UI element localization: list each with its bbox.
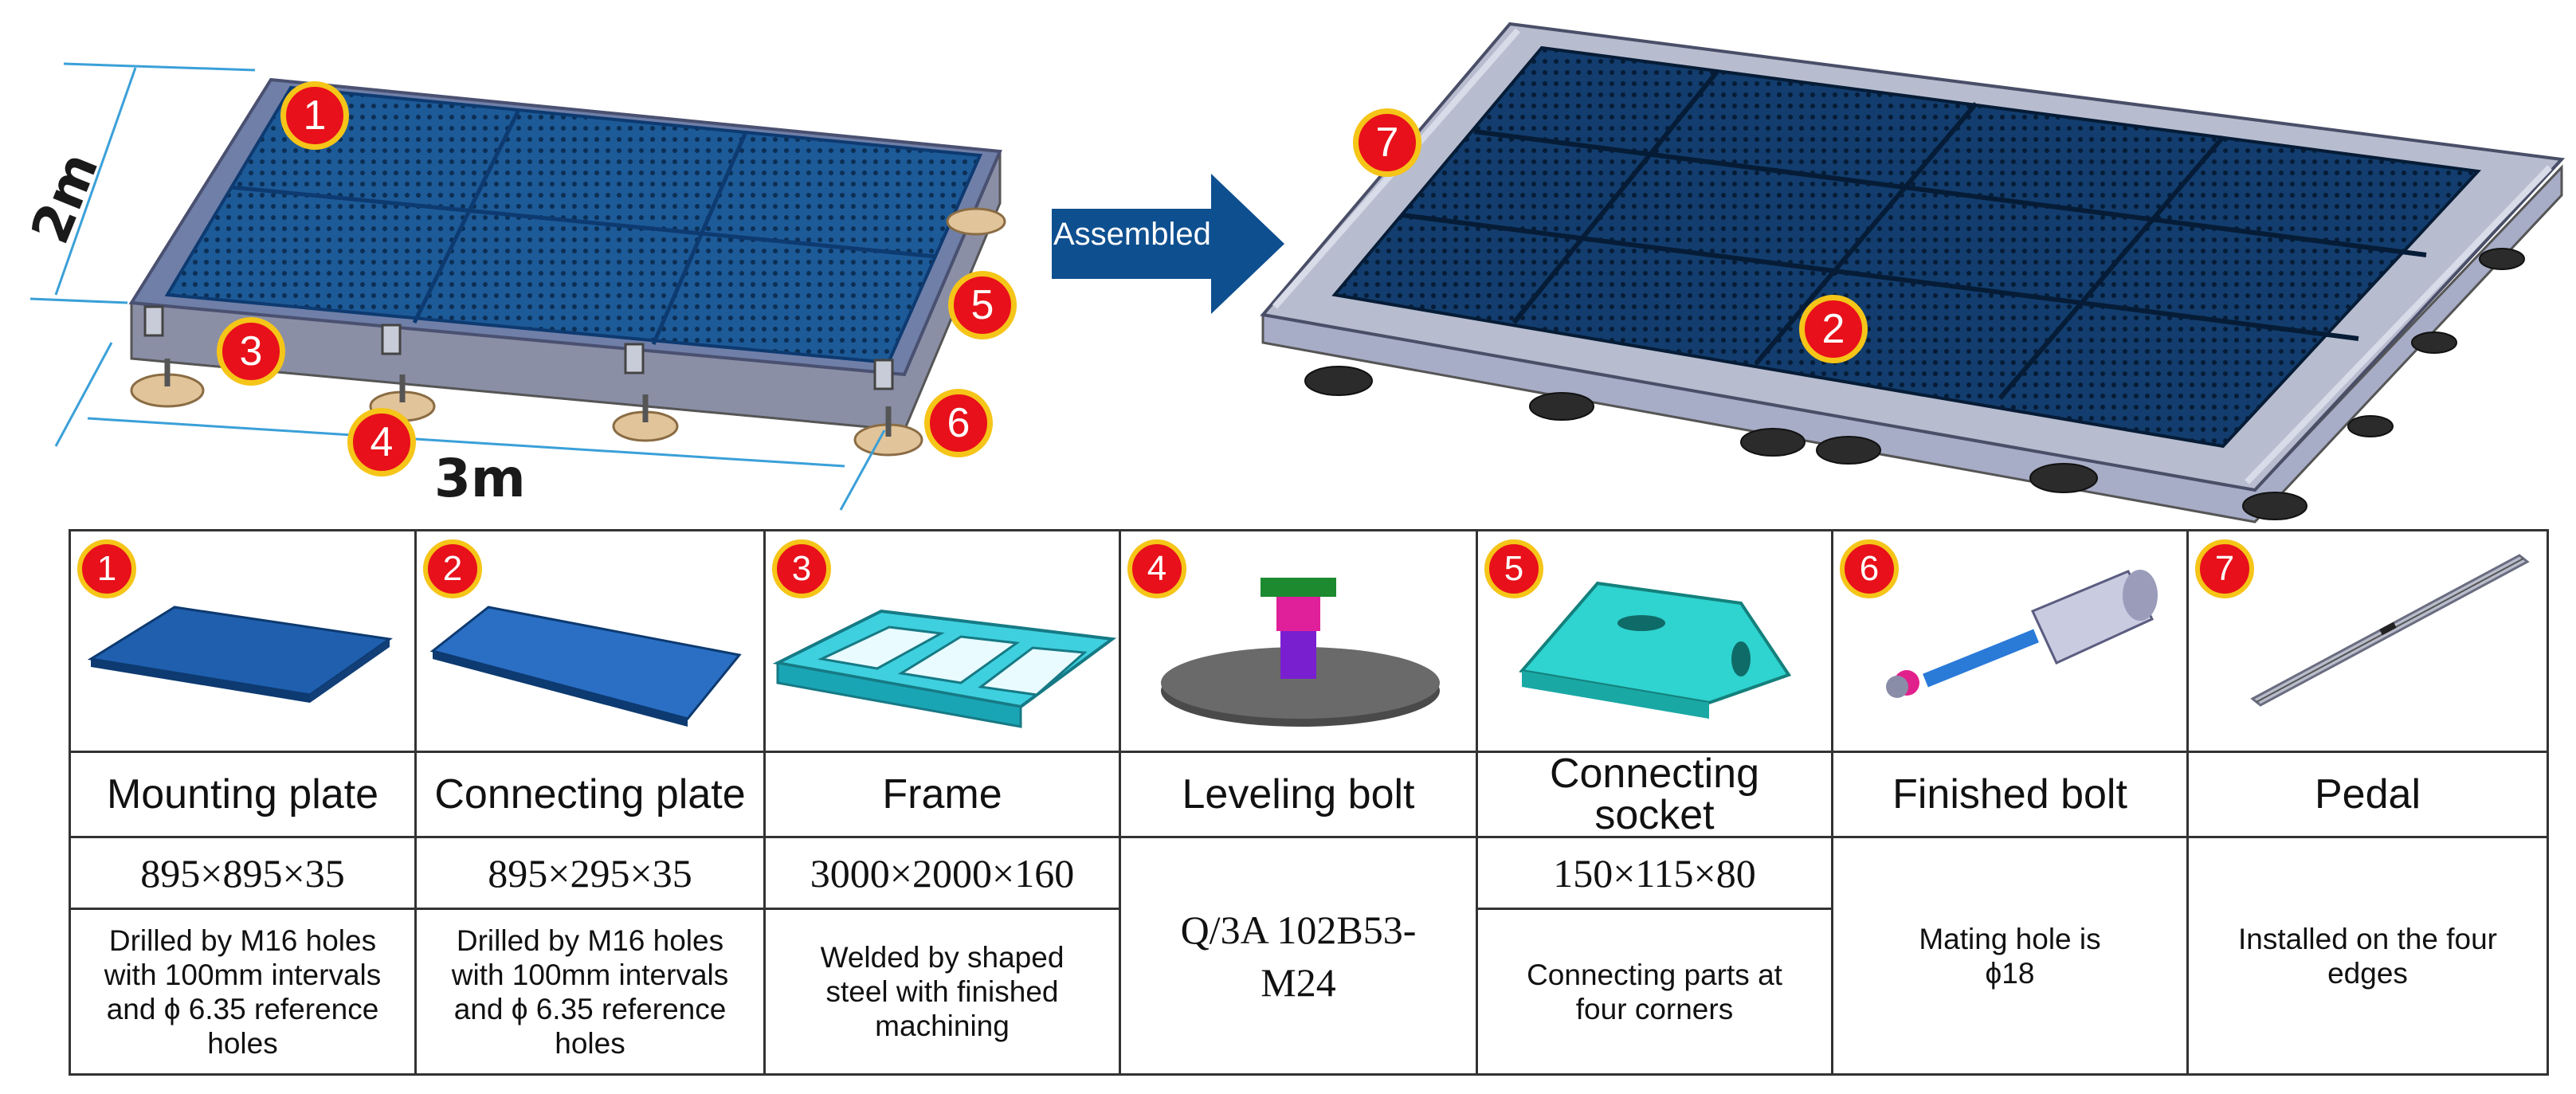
part-size: 895×895×35: [69, 836, 417, 910]
part-image-cell: 7: [2186, 529, 2549, 753]
part-image-cell: 1: [69, 529, 417, 753]
callout-3: 3: [217, 317, 285, 386]
leveling-bolt-icon: [1121, 531, 1476, 751]
part-name: Leveling bolt: [1119, 751, 1478, 838]
callout-1: 1: [280, 81, 349, 150]
part-description: Mating hole is ϕ18: [1831, 836, 2189, 1076]
part-name: Finished bolt: [1831, 751, 2189, 838]
callout-2: 2: [1799, 295, 1868, 363]
part-description: Drilled by M16 holes with 100mm interval…: [414, 908, 766, 1076]
part-description: Welded by shaped steel with finished mac…: [763, 908, 1121, 1076]
connecting-socket-icon: [1478, 531, 1831, 751]
pedal-icon: [2189, 531, 2547, 751]
part-description: Connecting parts at four corners: [1476, 908, 1833, 1076]
part-size: 895×295×35: [414, 836, 766, 910]
part-name: Connecting socket: [1476, 751, 1833, 838]
part-description: Drilled by M16 holes with 100mm interval…: [69, 908, 417, 1076]
part-size: 150×115×80: [1476, 836, 1833, 910]
part-number-badge: 5: [1484, 539, 1543, 598]
mounting-plate-icon: [71, 531, 414, 751]
part-number-badge: 4: [1127, 539, 1186, 598]
table-assembled: [1260, 22, 2566, 523]
part-image-cell: 6: [1831, 529, 2189, 753]
part-name: Connecting plate: [414, 751, 766, 838]
part-number-badge: 3: [772, 539, 831, 598]
callout-7: 7: [1353, 108, 1421, 177]
assembled-arrow: [1052, 174, 1284, 314]
assembled-arrow-label: Assembled: [1053, 217, 1211, 252]
parts-table: 1 2 3 4 5: [69, 529, 2549, 1076]
part-number-badge: 6: [1840, 539, 1899, 598]
callout-6: 6: [924, 389, 993, 457]
finished-bolt-icon: [1833, 531, 2186, 751]
callout-5: 5: [948, 271, 1017, 339]
connecting-plate-icon: [417, 531, 763, 751]
callout-4: 4: [347, 408, 416, 476]
part-name: Mounting plate: [69, 751, 417, 838]
part-standard: Q/3A 102B53- M24: [1119, 836, 1478, 1076]
part-image-cell: 2: [414, 529, 766, 753]
part-image-cell: 3: [763, 529, 1121, 753]
length-dimension-label: 3m: [434, 448, 526, 509]
assembly-illustration: 2m 3m Assembled 1 3 4 5 6 7 2: [0, 0, 2576, 530]
part-image-cell: 4: [1119, 529, 1478, 753]
frame-icon: [766, 531, 1119, 751]
part-image-cell: 5: [1476, 529, 1833, 753]
part-size: 3000×2000×160: [763, 836, 1121, 910]
part-name: Pedal: [2186, 751, 2549, 838]
part-description: Installed on the four edges: [2186, 836, 2549, 1076]
part-number-badge: 2: [423, 539, 482, 598]
part-number-badge: 7: [2195, 539, 2254, 598]
table-unassembled: [29, 62, 1006, 511]
part-name: Frame: [763, 751, 1121, 838]
part-number-badge: 1: [77, 539, 136, 598]
